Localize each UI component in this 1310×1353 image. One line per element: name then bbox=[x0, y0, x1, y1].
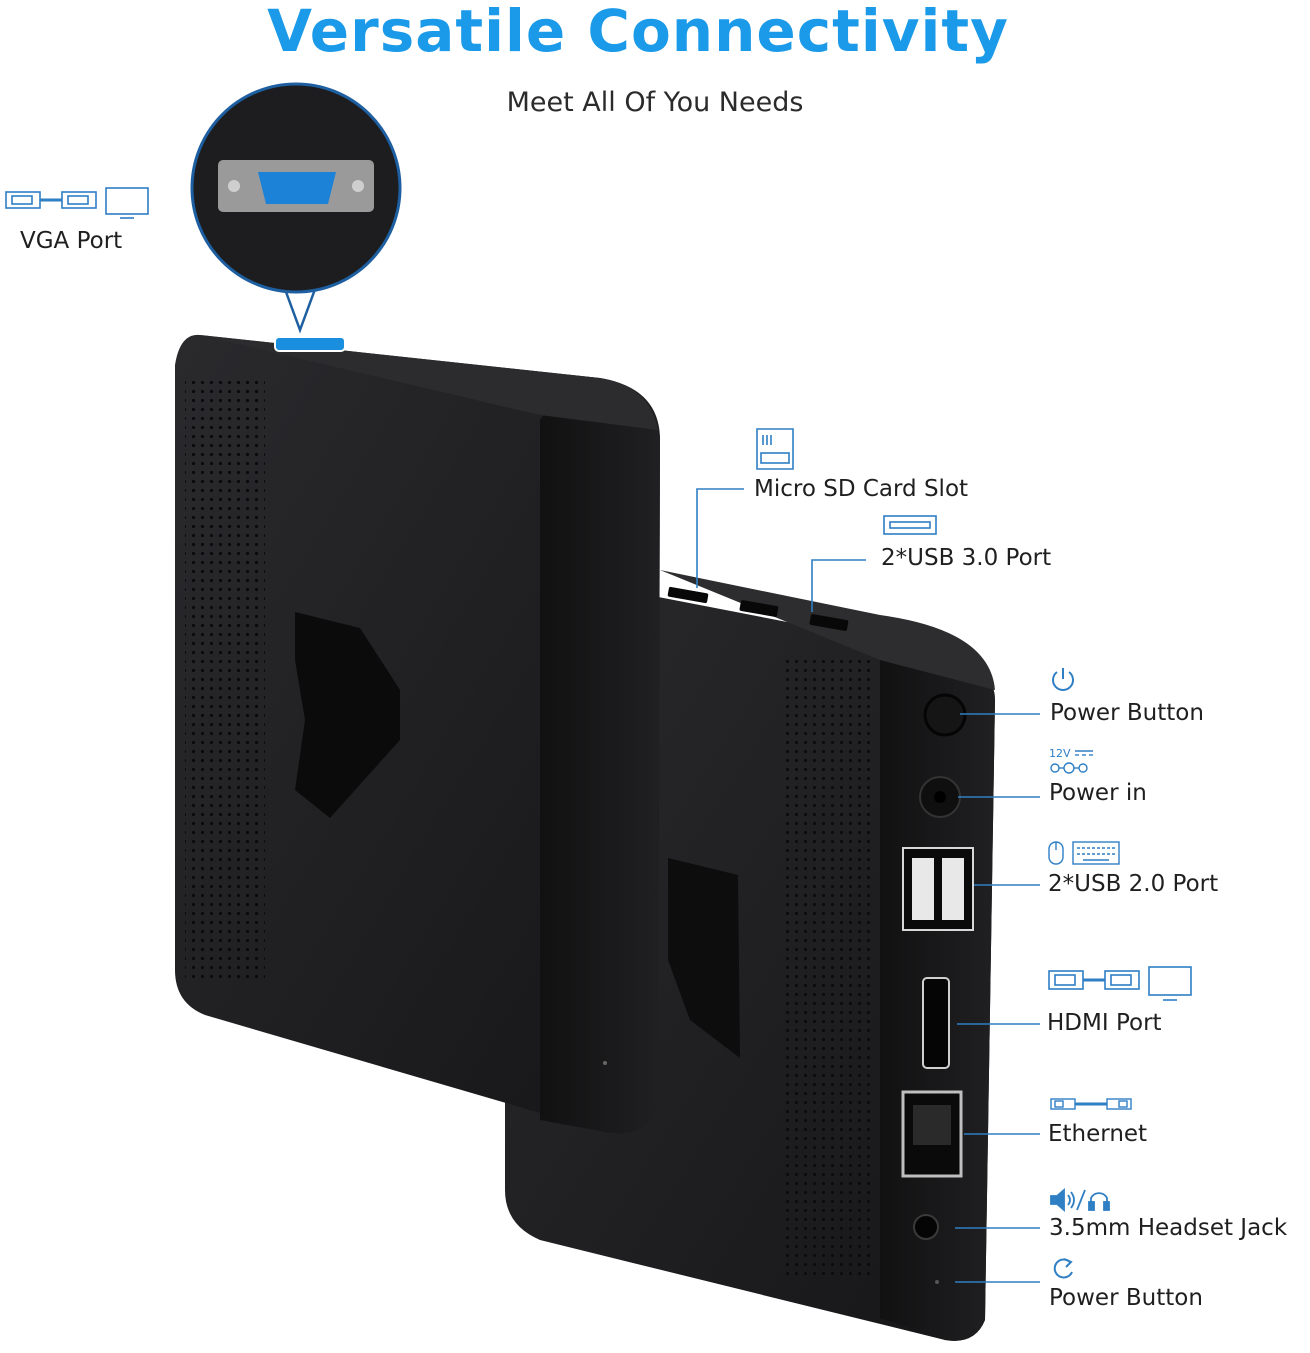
dc-12v-icon: 12V bbox=[1049, 747, 1093, 774]
reset-icon bbox=[1053, 1258, 1073, 1279]
speaker-headset-icon bbox=[1050, 1188, 1110, 1212]
micro-sd-label: Micro SD Card Slot bbox=[754, 476, 969, 502]
hdmi-monitor-icon bbox=[1048, 966, 1192, 1001]
mouse-keyboard-icon bbox=[1048, 841, 1120, 865]
ethernet-label: Ethernet bbox=[1048, 1121, 1148, 1147]
power-icon bbox=[1052, 668, 1074, 691]
page-subtitle: Meet All Of You Needs bbox=[506, 87, 804, 118]
page-title: Versatile Connectivity bbox=[267, 0, 1009, 65]
hdmi-port-label: HDMI Port bbox=[1047, 1010, 1162, 1036]
product-infographic: Versatile Connectivity Meet All Of You N… bbox=[5, 0, 1287, 1341]
headset-jack-label: 3.5mm Headset Jack bbox=[1049, 1215, 1288, 1241]
ethernet-cable-icon bbox=[1050, 1098, 1132, 1110]
front-device bbox=[175, 334, 660, 1134]
vga-monitor-icon bbox=[5, 187, 149, 219]
power-button-label: Power Button bbox=[1050, 700, 1204, 726]
power-in-label: Power in bbox=[1049, 780, 1147, 806]
usb2-port-label: 2*USB 2.0 Port bbox=[1048, 871, 1219, 897]
dc-voltage-text: 12V bbox=[1049, 747, 1071, 760]
reset-button-label: Power Button bbox=[1049, 1285, 1203, 1311]
device-illustration bbox=[175, 82, 1040, 1341]
usb-port-icon bbox=[883, 515, 937, 535]
sd-card-icon bbox=[756, 428, 794, 470]
vga-port-label: VGA Port bbox=[20, 228, 123, 254]
usb3-port-label: 2*USB 3.0 Port bbox=[881, 545, 1052, 571]
leader-lines bbox=[696, 488, 1040, 1283]
vga-zoom bbox=[190, 82, 402, 334]
